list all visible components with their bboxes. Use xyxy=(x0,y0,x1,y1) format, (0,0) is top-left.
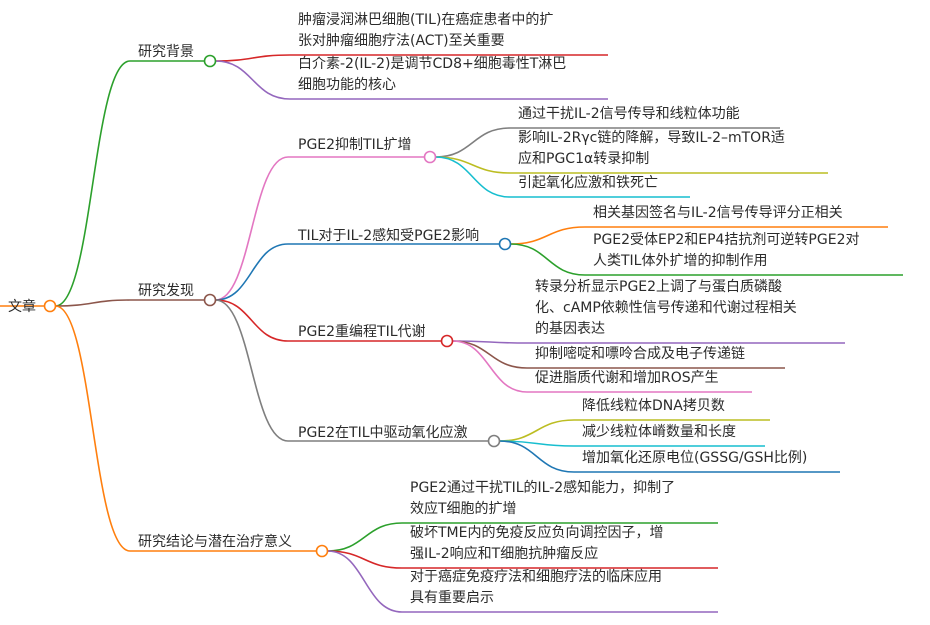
leaf-item-connector xyxy=(499,419,575,442)
sub-branch-label: PGE2抑制TIL扩增 xyxy=(298,137,412,153)
leaf-item-line: 白介素-2(IL-2)是调节CD8+细胞毒性T淋巴 xyxy=(298,56,567,72)
branch-node[interactable] xyxy=(203,54,217,68)
sub-branch-node[interactable] xyxy=(487,434,501,448)
leaf-item-line: 抑制嘧啶和嘌呤合成及电子传递链 xyxy=(535,346,745,362)
sub-connector xyxy=(215,299,289,342)
leaf-item-line: 强IL-2响应和T细胞抗肿瘤反应 xyxy=(410,546,599,562)
mindmap-nodes xyxy=(43,54,512,558)
branch-connector xyxy=(55,305,131,552)
leaf-item-connector xyxy=(510,226,586,245)
sub-connector xyxy=(215,243,289,301)
leaf-item-line: 相关基因签名与IL-2信号传导评分正相关 xyxy=(593,205,843,221)
leaf-item-connector xyxy=(452,340,528,393)
leaf-item-line: 影响IL-2Rγc链的降解，导致IL-2–mTOR适 xyxy=(518,130,785,146)
leaf-item-connector xyxy=(435,156,511,174)
leaf-item-line: 降低线粒体DNA拷贝数 xyxy=(582,398,725,414)
leaf-item-line: 细胞功能的核心 xyxy=(298,77,396,93)
branch-connector xyxy=(55,299,131,307)
leaf-item-line: 引起氧化应激和铁死亡 xyxy=(518,175,658,191)
leaf-item-line: 转录分析显示PGE2上调了与蛋白质磷酸 xyxy=(535,279,783,295)
root-node[interactable] xyxy=(43,299,57,313)
leaf-item-line: 破坏TME内的免疫反应负向调控因子，增 xyxy=(410,525,664,541)
sub-branch-node[interactable] xyxy=(440,334,454,348)
leaf-item-line: 减少线粒体嵴数量和长度 xyxy=(582,424,736,440)
sub-branch-label: TIL对于IL-2感知受PGE2影响 xyxy=(298,228,480,244)
sub-connector xyxy=(215,156,289,301)
leaf-item-line: 具有重要启示 xyxy=(410,590,494,606)
sub-connector xyxy=(215,299,289,442)
leaf-item-line: 效应T细胞的扩增 xyxy=(410,501,517,517)
leaf-item-line: 通过干扰IL-2信号传导和线粒体功能 xyxy=(518,106,740,122)
branch-node[interactable] xyxy=(203,293,217,307)
sub-branch-label: PGE2重编程TIL代谢 xyxy=(298,324,426,340)
branch-connector xyxy=(55,60,131,307)
leaf-item-connector xyxy=(452,340,528,369)
leaf-item-line: 对于癌症免疫疗法和细胞疗法的临床应用 xyxy=(410,569,662,585)
sub-branch-node[interactable] xyxy=(498,237,512,251)
branch-label: 研究背景 xyxy=(138,44,194,60)
branch-label: 研究发现 xyxy=(138,283,194,299)
leaf-item-line: 张对肿瘤细胞疗法(ACT)至关重要 xyxy=(298,33,505,49)
leaf-item-connector xyxy=(327,550,403,569)
sub-branch-node[interactable] xyxy=(423,150,437,164)
leaf-item-line: PGE2通过干扰TIL的IL-2感知能力，抑制了 xyxy=(410,480,676,496)
branch-label: 研究结论与潜在治疗意义 xyxy=(138,534,292,550)
leaf-item-line: 人类TIL体外扩增的抑制作用 xyxy=(593,253,768,269)
leaf-item-line: 应和PGC1α转录抑制 xyxy=(518,151,650,167)
leaf-item-line: 促进脂质代谢和增加ROS产生 xyxy=(535,370,719,386)
leaf-item-line: 增加氧化还原电位(GSSG/GSH比例) xyxy=(582,450,808,466)
branch-node[interactable] xyxy=(315,544,329,558)
leaf-item-connector xyxy=(435,156,511,198)
leaf-item-connector xyxy=(327,550,403,613)
mindmap-edges xyxy=(0,54,903,613)
root-label: 文章 xyxy=(8,299,36,315)
leaf-item-line: 肿瘤浸润淋巴细胞(TIL)在癌症患者中的扩 xyxy=(298,12,554,28)
leaf-item-connector xyxy=(510,243,586,276)
leaf-item-connector xyxy=(215,60,291,100)
leaf-item-connector xyxy=(499,440,575,473)
leaf-item-connector xyxy=(215,54,291,62)
leaf-item-connector xyxy=(435,127,511,158)
leaf-item-line: 化、cAMP依赖性信号传递和代谢过程相关 xyxy=(535,300,797,316)
leaf-item-line: 的基因表达 xyxy=(535,321,605,337)
leaf-item-connector xyxy=(327,522,403,552)
sub-branch-label: PGE2在TIL中驱动氧化应激 xyxy=(298,425,468,441)
leaf-item-line: PGE2受体EP2和EP4拮抗剂可逆转PGE2对 xyxy=(593,232,860,248)
